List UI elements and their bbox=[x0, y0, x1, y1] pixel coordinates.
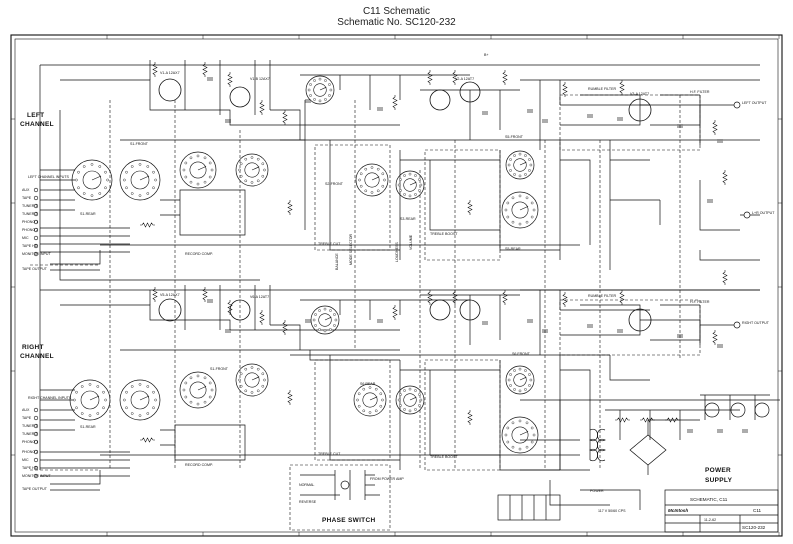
treble-boost-left-label: TREBLE BOOST bbox=[430, 232, 458, 236]
title-block-text: SCHEMATIC, C11 McIntosh C11 11-2-62 SC12… bbox=[668, 497, 766, 530]
component-labels: S1-REAR S1-FRONT S1-REAR S1-FRONT S2-FRO… bbox=[80, 87, 710, 467]
capacitors bbox=[207, 77, 748, 433]
treble-cut-right-label: TREBLE CUT bbox=[318, 452, 341, 456]
right-channel-label-1: RIGHT bbox=[22, 344, 44, 351]
lr-output-label: L+R OUTPUT bbox=[752, 211, 775, 215]
rotary-switches bbox=[69, 75, 539, 454]
s5-rear-label: S5-REAR bbox=[505, 247, 521, 251]
input-jack-label: MONITOR INPUT bbox=[22, 474, 51, 478]
phase-switch-block bbox=[300, 470, 380, 500]
tube-label: V5-A 12AX7 bbox=[160, 293, 180, 297]
s5-front-label: S5-FRONT bbox=[505, 135, 524, 139]
power-plug-label: 117 V 50/60 CPS bbox=[598, 509, 626, 513]
input-jack-label: AUX bbox=[22, 188, 30, 192]
resistors bbox=[140, 62, 728, 443]
left-channel-label-1: LEFT bbox=[27, 112, 44, 119]
tube-label: V1-A 12AX7 bbox=[160, 71, 180, 75]
title-block-model: C11 bbox=[753, 508, 762, 513]
right-channel-label-2: CHANNEL bbox=[20, 353, 54, 360]
s1-front-right-label: S1-FRONT bbox=[210, 367, 229, 371]
hf-filter-left-label: H.F. FILTER bbox=[690, 90, 710, 94]
input-jack-label: TAPE bbox=[22, 416, 32, 420]
mode-selector-label: MODE SELECTOR bbox=[349, 234, 353, 265]
power-supply-label-2: SUPPLY bbox=[705, 477, 733, 484]
input-jack-label: PHONO 1 bbox=[22, 220, 38, 224]
right-tape-output-label: TAPE OUTPUT bbox=[22, 487, 48, 491]
s1-front-left-label: S1-FRONT bbox=[130, 142, 149, 146]
vacuum-tubes bbox=[158, 78, 652, 332]
s6-front-label: S6 FRONT bbox=[512, 352, 531, 356]
volume-label: VOLUME bbox=[409, 234, 413, 250]
title-block-number: SC120-232 bbox=[742, 525, 766, 530]
page-subtitle: Schematic No. SC120-232 bbox=[337, 17, 456, 28]
b-plus-label: B+ bbox=[484, 53, 489, 57]
input-jacks bbox=[33, 187, 39, 479]
sheet-border bbox=[10, 34, 783, 537]
input-jack-label: TUNER 2 bbox=[22, 432, 37, 436]
rumble-filter-right-label: RUMBLE FILTER bbox=[588, 294, 616, 298]
phase-from-amp-label: FROM POWER AMP bbox=[370, 477, 404, 481]
title-block-date: 11-2-62 bbox=[704, 518, 716, 522]
dashed-linkages bbox=[30, 94, 701, 531]
input-jack-label: PHONO 2 bbox=[22, 228, 38, 232]
s1-rear-right-label: S1-REAR bbox=[80, 425, 96, 429]
phase-normal-label: NORMAL bbox=[299, 483, 314, 487]
treble-cut-left-label: TREBLE CUT bbox=[318, 242, 341, 246]
phase-labels: NORMAL REVERSE FROM POWER AMP bbox=[299, 477, 404, 504]
input-jack-label: TUNER 1 bbox=[22, 204, 37, 208]
balance-label: BALANCE bbox=[335, 253, 339, 270]
right-channel-wiring bbox=[40, 285, 760, 491]
input-jack-label: AUX bbox=[22, 408, 30, 412]
title-block bbox=[664, 489, 779, 533]
page-title: C11 Schematic bbox=[362, 6, 431, 17]
rumble-filter-left-label: RUMBLE FILTER bbox=[588, 87, 616, 91]
output-labels: LEFT OUTPUT RIGHT OUTPUT L+R OUTPUT bbox=[742, 101, 775, 325]
input-jack-label: MONITOR INPUT bbox=[22, 252, 51, 256]
power-supply-label-1: POWER bbox=[705, 467, 731, 474]
power-switch-label: POWER bbox=[590, 489, 604, 493]
input-jack-label: PHONO 1 bbox=[22, 440, 38, 444]
power-labels: 117 V 50/60 CPS POWER B+ bbox=[484, 53, 626, 513]
output-jacks bbox=[733, 101, 751, 329]
right-output-label: RIGHT OUTPUT bbox=[742, 321, 770, 325]
input-jack-label: TUNER 2 bbox=[22, 212, 37, 216]
input-jack-label: PHONO 2 bbox=[22, 450, 38, 454]
input-jack-label: MIC bbox=[22, 236, 29, 240]
tube-label: V2-A 12AT7 bbox=[455, 77, 474, 81]
tube-label: V3-A 12AT7 bbox=[630, 92, 649, 96]
border-ticks bbox=[11, 35, 782, 536]
left-tape-output-label: TAPE OUTPUT bbox=[22, 267, 48, 271]
left-output-label: LEFT OUTPUT bbox=[742, 101, 767, 105]
power-supply-block bbox=[497, 394, 780, 521]
title-block-maker: McIntosh bbox=[668, 508, 688, 513]
s1-rear-left-label: S1-REAR bbox=[80, 212, 96, 216]
tube-label: V1-B 12AX7 bbox=[250, 77, 270, 81]
record-comp-left-label: RECORD COMP. bbox=[185, 252, 213, 256]
section-labels: LEFT CHANNEL RIGHT CHANNEL POWER SUPPLY … bbox=[20, 112, 733, 524]
input-jack-label: TAPE HD bbox=[22, 244, 38, 248]
phase-switch-label: PHASE SWITCH bbox=[322, 517, 375, 524]
title-block-label: SCHEMATIC, C11 bbox=[690, 497, 728, 502]
input-jack-label: MIC bbox=[22, 458, 29, 462]
input-labels: LEFT CHANNEL INPUTS RIGHT CHANNEL INPUTS… bbox=[22, 175, 72, 491]
tube-label: V6-A 12AT7 bbox=[250, 295, 269, 299]
hf-filter-right-label: H.F. FILTER bbox=[690, 300, 710, 304]
input-jack-label: TUNER 1 bbox=[22, 424, 37, 428]
left-inputs-caption: LEFT CHANNEL INPUTS bbox=[28, 175, 70, 179]
record-comp-right-label: RECORD COMP. bbox=[185, 463, 213, 467]
input-jack-label: TAPE bbox=[22, 196, 32, 200]
right-inputs-caption: RIGHT CHANNEL INPUTS bbox=[28, 396, 72, 400]
left-channel-label-2: CHANNEL bbox=[20, 121, 54, 128]
s6-rear-label: S6 REAR bbox=[360, 382, 376, 386]
treble-boost-right-label: TREBLE BOOST bbox=[430, 455, 458, 459]
phase-reverse-label: REVERSE bbox=[299, 500, 317, 504]
s2-front-label: S2-FRONT bbox=[325, 182, 344, 186]
loudness-label: LOUDNESS bbox=[395, 242, 399, 262]
input-jack-label: TAPE HD bbox=[22, 466, 38, 470]
s3-rear-label: S3-REAR bbox=[400, 217, 416, 221]
